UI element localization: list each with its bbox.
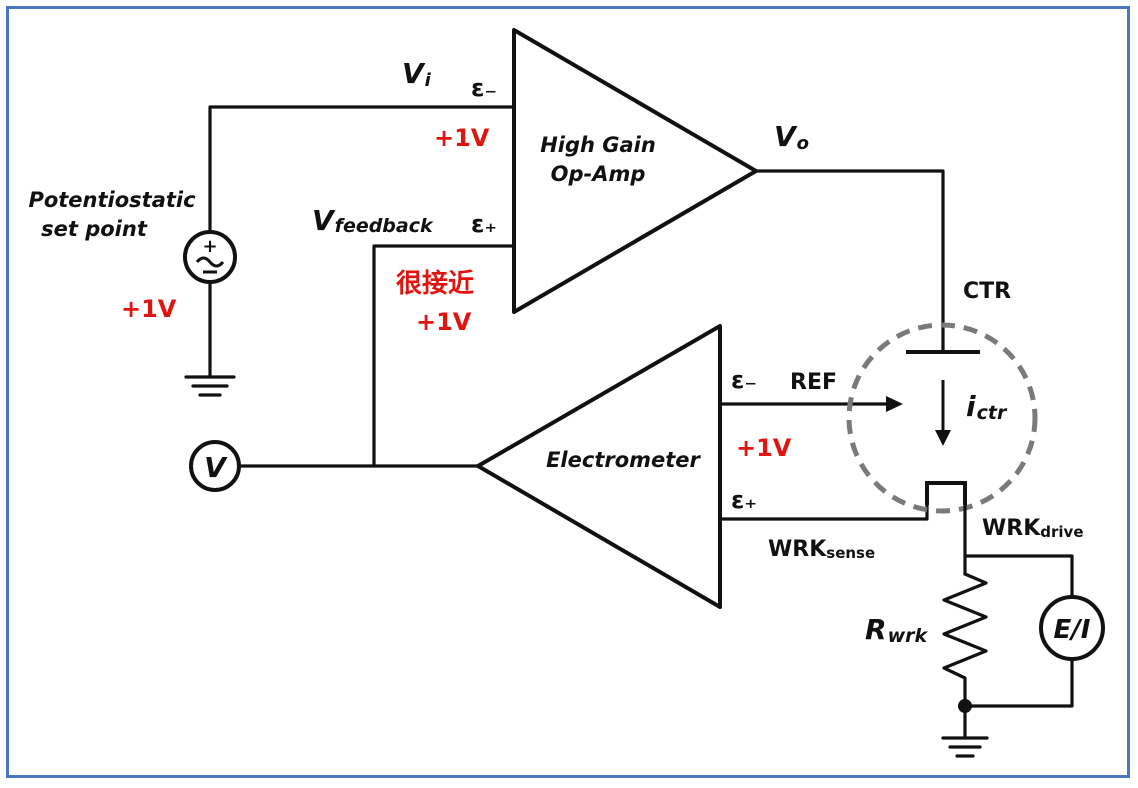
svg-text:+: +: [202, 236, 217, 257]
rwrk-label: Rwrk: [865, 613, 928, 647]
electrometer-triangle: [476, 324, 722, 609]
resistor-icon: [942, 572, 988, 708]
wrk-sense-label: WRKsense: [768, 537, 875, 562]
svg-text:V: V: [204, 451, 228, 484]
annotation-source-voltage: +1V: [121, 295, 177, 323]
opamp-input-plus-label: ε₊: [471, 210, 497, 238]
opamp-input-minus-label: ε₋: [471, 74, 497, 102]
wire-output-to-ctr: [754, 169, 945, 354]
vo-label: Vo: [774, 120, 809, 154]
wire-meter-bottom: [963, 657, 1074, 708]
opamp-label-line2: Op-Amp: [551, 162, 646, 186]
electrometer-input-plus-label: ε₊: [731, 486, 757, 514]
electrometer-input-minus-label: ε₋: [731, 366, 757, 394]
ref-label: REF: [790, 370, 837, 395]
ground-icon: [184, 375, 236, 397]
opamp-triangle: [512, 28, 758, 314]
vfeedback-label: Vfeedback: [312, 204, 434, 237]
annotation-opamp-minus-voltage: +1V: [434, 124, 490, 152]
electrometer-label: Electrometer: [546, 448, 701, 472]
opamp-label-line1: High Gain: [540, 133, 656, 157]
wire-to-meter-top: [963, 554, 1074, 601]
ctr-label: CTR: [963, 279, 1011, 304]
annotation-close-voltage: +1V: [416, 308, 472, 336]
ref-arrowhead: [886, 396, 903, 412]
source-label-line2: set point: [41, 217, 148, 241]
electrochemical-cell: [846, 322, 1038, 514]
wrk-drive-label: WRKdrive: [982, 516, 1084, 541]
source-label-line1: Potentiostatic: [28, 188, 196, 212]
voltmeter-icon: V: [189, 440, 241, 492]
svg-text:E/I: E/I: [1054, 615, 1091, 645]
vi-label: Vi: [402, 57, 432, 91]
wire-setpoint-to-opamp-minus: [208, 105, 516, 234]
annotation-close-to: 很接近: [396, 269, 474, 299]
ei-meter-icon: E/I: [1039, 595, 1105, 661]
ground-icon-right: [941, 736, 989, 758]
ictr-arrowhead: [935, 430, 951, 446]
ictr-label: ictr: [966, 390, 1008, 424]
annotation-ref-voltage: +1V: [736, 434, 792, 462]
ac-voltage-source-icon: +: [183, 230, 237, 284]
working-electrode: [925, 481, 967, 505]
wire-feedback: [372, 244, 516, 468]
